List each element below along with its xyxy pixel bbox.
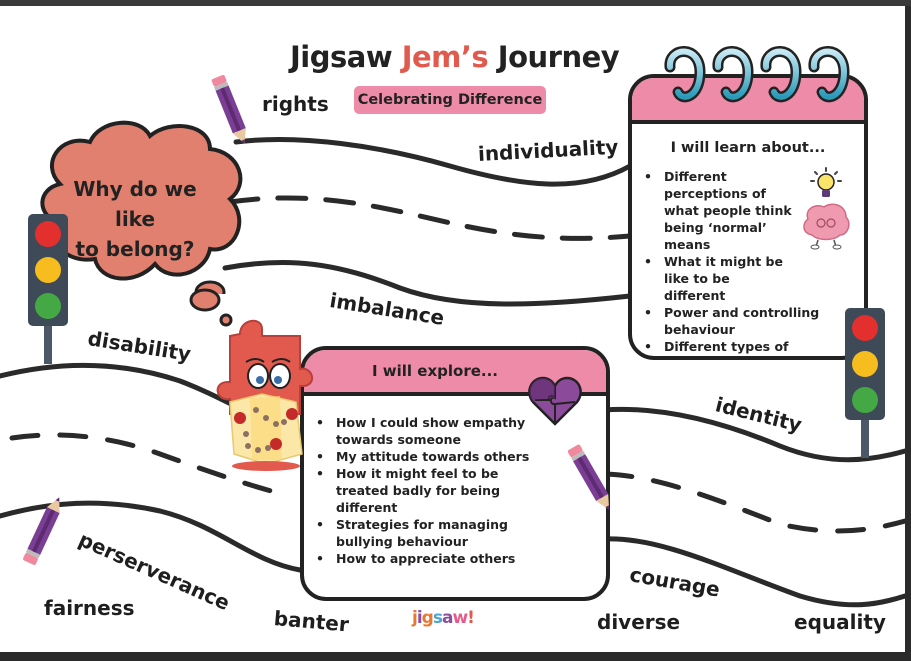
topic-badge: Celebrating Difference: [354, 86, 546, 114]
learn-card-title: I will learn about...: [670, 140, 826, 156]
road-edge-mid-upper-right: [601, 406, 905, 463]
thought-bubble-dots: [189, 288, 233, 327]
title-part-1: Jigsaw: [290, 40, 402, 74]
word-diverse: diverse: [597, 610, 681, 634]
word-equality: equality: [794, 610, 886, 634]
pencil-icon: [23, 497, 60, 565]
explore-item: How it might feel to be treated badly fo…: [316, 465, 536, 516]
road-edge-top-lower: [222, 260, 633, 307]
word-fairness: fairness: [44, 596, 135, 620]
page-title: Jigsaw Jem’s Journey: [290, 40, 620, 74]
pencil-icon: [211, 74, 246, 144]
notebook-rings-icon: [664, 46, 850, 103]
road-center-mid: [9, 432, 293, 499]
road-lines: [0, 137, 905, 608]
puzzle-heart-icon: [528, 376, 582, 426]
question-line-1: Why do we like: [73, 177, 197, 231]
traffic-light-left-icon: [28, 214, 68, 364]
jigsaw-jem-mascot: [216, 319, 314, 471]
lightbulb-icon: [810, 167, 842, 197]
learn-item: Different perceptions of what people thi…: [644, 168, 794, 253]
road-center-top: [227, 195, 633, 241]
road-center-mid-right: [603, 471, 905, 534]
learn-item: Different types of bullying: [644, 338, 844, 356]
learn-item: What it might be like to be different: [644, 253, 794, 304]
window-top-bar: [0, 0, 911, 6]
learn-list: Different perceptions of what people thi…: [632, 168, 819, 356]
explore-item: How I could show empathy towards someone: [316, 414, 536, 448]
road-edge-low-right: [601, 536, 905, 608]
explore-item: Strategies for managing bullying behavio…: [316, 516, 551, 550]
big-question: Why do we like to belong?: [50, 174, 220, 264]
title-part-2: Journey: [488, 40, 620, 74]
learn-item: Power and controlling behaviour: [644, 304, 824, 338]
title-accent: Jem’s: [401, 40, 489, 74]
explore-item: My attitude towards others: [316, 448, 606, 465]
question-line-2: to belong?: [75, 237, 195, 261]
brain-character-icon: [803, 203, 850, 250]
explore-item: How to appreciate others: [316, 550, 606, 567]
road-edge-low-left: [0, 500, 303, 573]
pencil-icon: [568, 444, 610, 510]
word-rights: rights: [262, 92, 329, 116]
worksheet-page: Jigsaw Jem’s Journey Celebrating Differe…: [0, 6, 905, 652]
traffic-light-right-icon: [845, 308, 885, 458]
explore-list: How I could show empathy towards someone…: [304, 414, 606, 567]
road-edge-top-upper: [233, 137, 633, 187]
jigsaw-logo: jigsaw!: [412, 608, 475, 628]
explore-card-title: I will explore...: [371, 362, 498, 380]
